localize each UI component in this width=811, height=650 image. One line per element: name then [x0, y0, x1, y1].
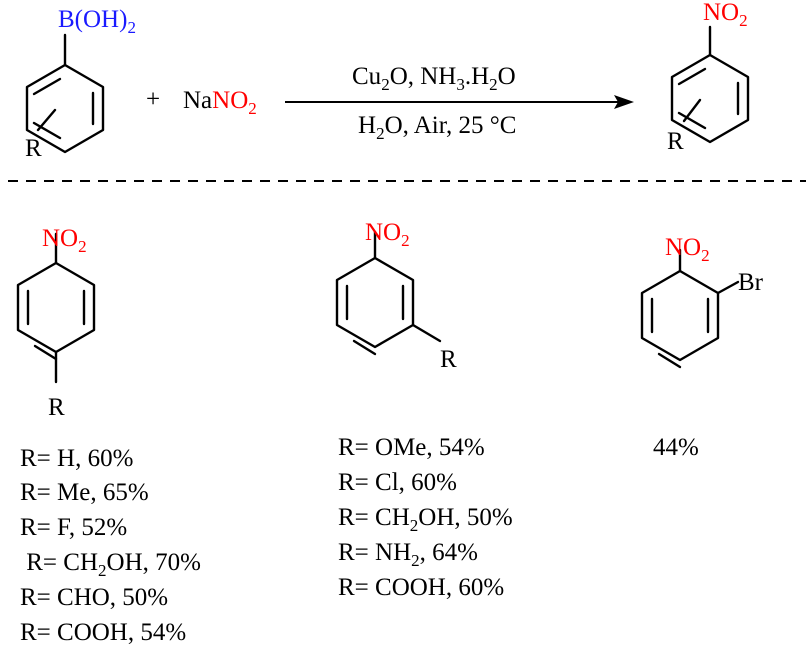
meta-nitro-label: NO2	[365, 219, 410, 250]
plus-sign: +	[146, 86, 160, 113]
meta-result-ome: R= OMe, 54%	[338, 434, 485, 461]
reactant-substituent-label: R	[25, 135, 42, 162]
para-nitroarene-ring	[16, 232, 96, 384]
meta-substituent-label: R	[440, 346, 457, 373]
ortho-nitro-label: NO2	[665, 234, 710, 265]
meta-nitroarene-ring	[335, 230, 442, 356]
ortho-yield: 44%	[653, 434, 699, 461]
product-substituent-label: R	[667, 128, 684, 155]
reactant-benzene-ring	[25, 33, 105, 154]
meta-result-cl: R= Cl, 60%	[338, 469, 457, 496]
ortho-bromo-label: Br	[738, 269, 764, 296]
para-result-h: R= H, 60%	[20, 445, 133, 472]
para-result-ch2oh: R= CH2OH, 70%	[20, 549, 201, 580]
conditions-catalyst: Cu2O, NH3.H2O	[352, 63, 516, 94]
meta-result-cooh: R= COOH, 60%	[338, 574, 504, 601]
para-nitro-label: NO2	[42, 225, 87, 256]
reagent-sodium-nitrite: NaNO2	[183, 87, 257, 118]
para-result-me: R= Me, 65%	[20, 479, 149, 506]
meta-result-ch2oh: R= CH2OH, 50%	[338, 504, 513, 535]
product-benzene-ring	[670, 25, 750, 144]
reactant-boronic-acid-label: B(OH)2	[58, 6, 136, 37]
ortho-bromonitroarene-ring	[640, 248, 740, 369]
meta-result-nh2: R= NH2, 64%	[338, 539, 478, 570]
product-nitro-label: NO2	[703, 0, 748, 30]
para-result-cooh: R= COOH, 54%	[20, 619, 186, 646]
reaction-arrow	[285, 95, 634, 109]
para-substituent-label: R	[48, 394, 65, 421]
para-result-f: R= F, 52%	[20, 514, 127, 541]
conditions-solvent-air-temperature: H2O, Air, 25 °C	[358, 112, 516, 143]
para-result-cho: R= CHO, 50%	[20, 584, 168, 611]
